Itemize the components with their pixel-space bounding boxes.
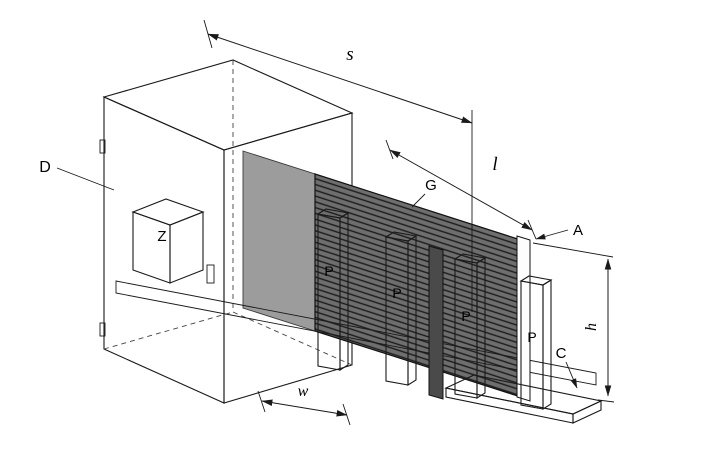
- dim-w: w: [257, 383, 351, 426]
- z-box-front-face: [132, 211, 171, 284]
- dark-stile: [428, 245, 444, 400]
- post-1: P: [316, 208, 350, 371]
- leader-d: [56, 167, 115, 191]
- dim-h-label: h: [583, 323, 600, 331]
- dim-l: l: [385, 139, 537, 240]
- inner-box-z: Z: [131, 198, 205, 284]
- dim-l-line: [389, 149, 533, 231]
- hidden-edge-bottom-right: [232, 311, 353, 366]
- dim-h: h: [532, 242, 615, 403]
- door-handle: [206, 264, 215, 284]
- label-post-2: P: [392, 285, 401, 301]
- callout-g: G: [411, 177, 437, 208]
- label-end-profile: A: [573, 222, 583, 239]
- z-box-top-face: [131, 198, 205, 226]
- post-4: P: [519, 275, 553, 410]
- label-housing: D: [39, 159, 51, 176]
- label-base-plate: C: [556, 345, 567, 362]
- hinge-top: [99, 139, 106, 154]
- callout-c: C: [556, 345, 578, 389]
- dim-s-label: s: [346, 44, 353, 65]
- post-2-front: [385, 236, 409, 386]
- end-profile-stile: [516, 235, 531, 402]
- dim-w-label: w: [298, 383, 309, 400]
- dim-l-ext-left: [385, 139, 394, 160]
- label-post-1: P: [324, 263, 333, 279]
- base-plate-side: [572, 400, 602, 424]
- cabinet-front-face: [103, 96, 225, 404]
- leader-a: [535, 229, 569, 240]
- label-post-3: P: [461, 308, 470, 324]
- dim-h-ext-top: [532, 242, 614, 258]
- callout-a: A: [535, 222, 583, 240]
- housing-cabinet: [99, 59, 354, 404]
- dim-l-label: l: [492, 154, 497, 175]
- post-2: P: [384, 231, 418, 386]
- cabinet-top-face: [102, 59, 354, 151]
- label-grid-panel: G: [425, 177, 437, 194]
- leader-c: [565, 361, 578, 389]
- leader-g: [411, 193, 426, 208]
- label-post-4: P: [527, 329, 536, 345]
- dim-h-ext-bottom: [597, 399, 615, 403]
- hidden-edge-bottom-left: [103, 311, 234, 350]
- z-box-side-face: [169, 211, 204, 284]
- post-3: P: [453, 253, 487, 399]
- callout-d: D: [39, 159, 115, 191]
- post-1-front: [317, 213, 341, 371]
- label-inner-box: Z: [157, 228, 166, 245]
- dim-w-line: [261, 399, 348, 417]
- hinge-bottom: [99, 322, 106, 337]
- dim-s-line: [207, 33, 473, 124]
- post-4-front: [520, 280, 544, 410]
- inner-grid-section: [242, 150, 316, 332]
- post-3-front: [454, 258, 478, 399]
